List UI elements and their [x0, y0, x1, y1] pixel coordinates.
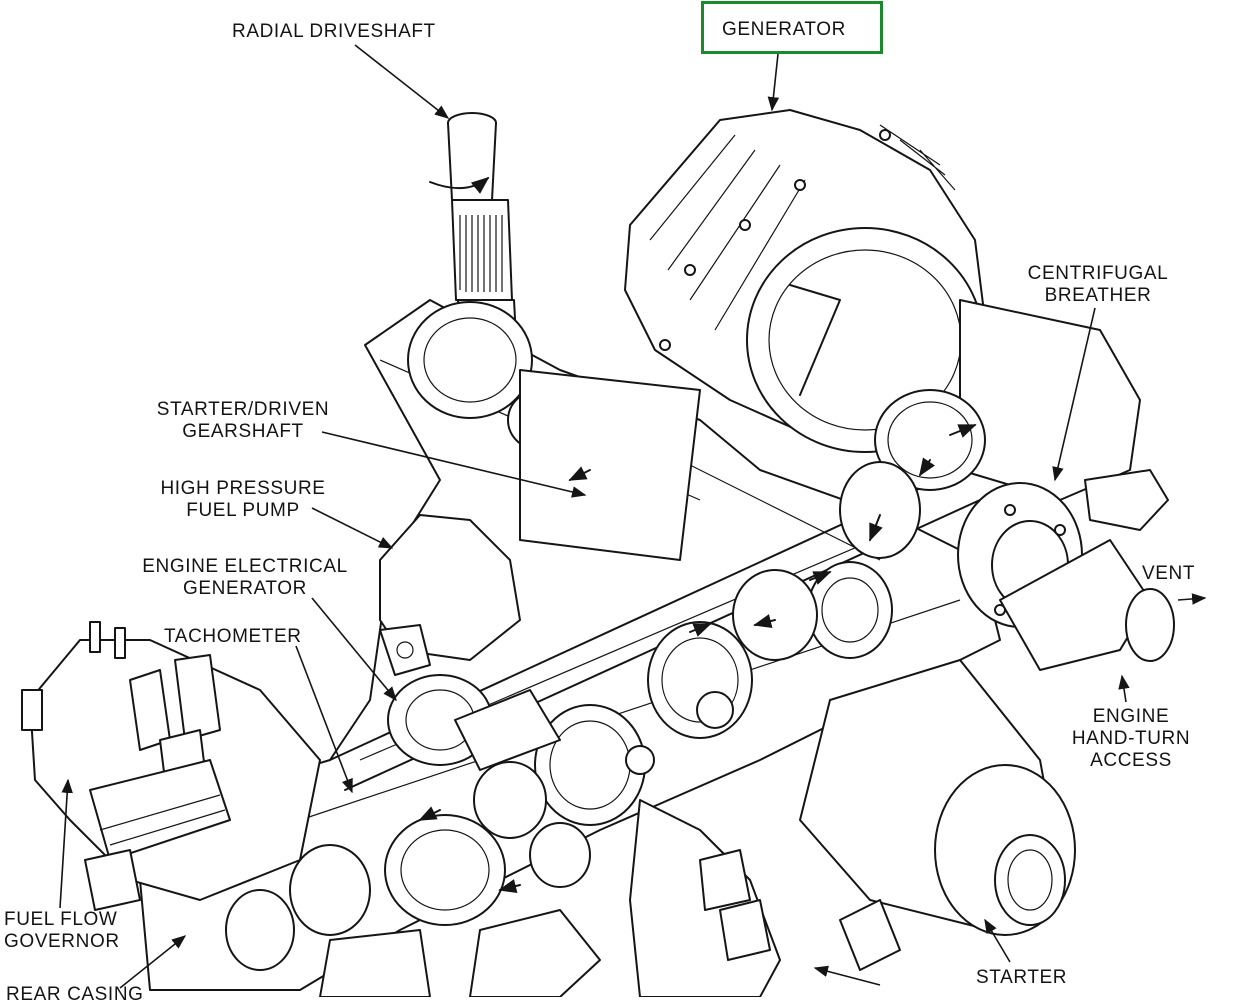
label-starter-driven-gearshaft-line2: GEARSHAFT [182, 421, 304, 442]
label-engine-electrical-generator-line1: ENGINE ELECTRICAL [142, 556, 348, 577]
label-fuel-flow-governor-line1: FUEL FLOW [4, 909, 118, 930]
centrifugal-breather [957, 299, 1175, 671]
label-engine-hand-turn-access-line1: ENGINE [1092, 706, 1170, 727]
label-fuel-flow-governor-line2: GOVERNOR [4, 931, 120, 952]
label-centrifugal-breather: CENTRIFUGAL BREATHER [1010, 263, 1186, 307]
label-engine-hand-turn-access-line3: ACCESS [1090, 750, 1172, 771]
gear-cluster [225, 369, 986, 971]
label-starter-driven-gearshaft: STARTER/DRIVEN GEARSHAFT [140, 399, 346, 443]
label-engine-electrical-generator: ENGINE ELECTRICAL GENERATOR [126, 556, 364, 600]
label-fuel-flow-governor: FUEL FLOW GOVERNOR [4, 909, 120, 953]
label-starter: STARTER [976, 967, 1068, 988]
generator-highlight-box [701, 1, 883, 54]
fuel-pump-and-generator [379, 514, 561, 771]
label-centrifugal-breather-line2: BREATHER [1044, 285, 1152, 306]
leader-lines [59, 44, 1207, 989]
label-high-pressure-fuel-pump-line2: FUEL PUMP [186, 500, 300, 521]
label-centrifugal-breather-line1: CENTRIFUGAL [1027, 263, 1169, 284]
starter-unit [799, 659, 1076, 936]
label-rear-casing: REAR CASING [6, 984, 144, 1005]
label-starter-driven-gearshaft-line1: STARTER/DRIVEN [156, 399, 330, 420]
label-vent: VENT [1142, 563, 1196, 584]
label-generator: GENERATOR [722, 19, 846, 40]
label-high-pressure-fuel-pump-line1: HIGH PRESSURE [160, 478, 326, 499]
label-engine-electrical-generator-line2: GENERATOR [183, 578, 307, 599]
label-engine-hand-turn-access: ENGINE HAND-TURN ACCESS [1058, 706, 1204, 772]
label-engine-hand-turn-access-line2: HAND-TURN [1071, 728, 1191, 749]
fuel-flow-governor [21, 621, 321, 911]
label-radial-driveshaft: RADIAL DRIVESHAFT [232, 21, 436, 42]
bottom-accessories [319, 799, 901, 997]
label-high-pressure-fuel-pump: HIGH PRESSURE FUEL PUMP [148, 478, 338, 522]
label-tachometer: TACHOMETER [164, 626, 302, 647]
radial-driveshaft [407, 112, 533, 419]
